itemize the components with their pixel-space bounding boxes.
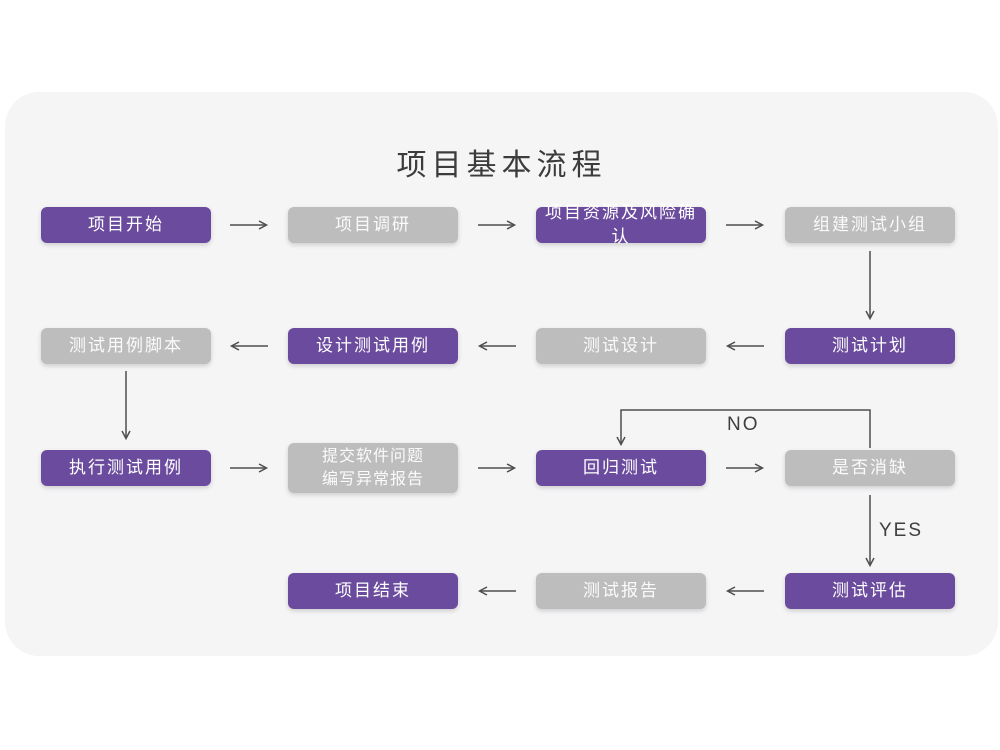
- node-test-plan: 测试计划: [785, 328, 955, 364]
- diagram-title: 项目基本流程: [396, 149, 607, 182]
- node-test-case-script: 测试用例脚本: [41, 328, 211, 364]
- node-resource-risk-confirm: 项目资源及风险确认: [536, 203, 706, 246]
- node-submit-issue-report: 提交软件问题 编写异常报告: [288, 443, 458, 493]
- edge-label-yes: YES: [879, 520, 924, 541]
- node-execute-test-case: 执行测试用例: [41, 450, 211, 486]
- flowchart-card: [5, 92, 998, 656]
- node-test-evaluation: 测试评估: [785, 573, 955, 609]
- node-project-start: 项目开始: [41, 207, 211, 243]
- node-build-test-team: 组建测试小组: [785, 207, 955, 243]
- edge-label-no: NO: [727, 414, 760, 435]
- node-project-research: 项目调研: [288, 207, 458, 243]
- node-project-end: 项目结束: [288, 573, 458, 609]
- node-test-report: 测试报告: [536, 573, 706, 609]
- node-regression-test: 回归测试: [536, 450, 706, 486]
- node-defect-cleared: 是否消缺: [785, 450, 955, 486]
- node-test-design: 测试设计: [536, 328, 706, 364]
- node-design-test-case: 设计测试用例: [288, 328, 458, 364]
